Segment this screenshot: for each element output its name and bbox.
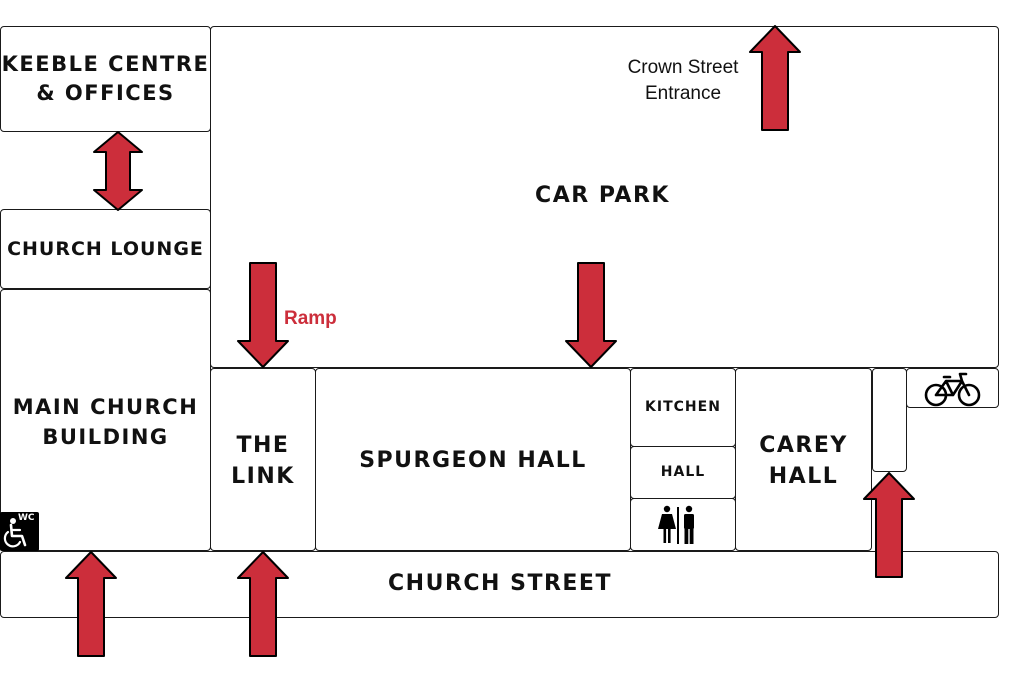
hall-label: HALL [660, 464, 706, 480]
bike-store-box [906, 368, 999, 408]
keeble-lounge-two-way-arrow-icon [93, 131, 143, 211]
toilets-box [630, 498, 736, 551]
the-link-label: THE LINK [231, 433, 295, 489]
ramp-label: Ramp [284, 308, 337, 329]
church-street-box [0, 551, 999, 618]
keeble-centre-box [0, 26, 211, 132]
church-street-label: CHURCH STREET [388, 571, 612, 596]
the-link-box [210, 368, 316, 551]
wheelchair-wc-icon: WC [0, 512, 39, 551]
the-link-up-arrow-icon [237, 551, 289, 657]
wc-text: WC [18, 513, 35, 523]
main-church-up-arrow-icon [65, 551, 117, 657]
ramp-down-arrow-icon [237, 262, 289, 368]
kitchen-label: KITCHEN [645, 399, 721, 415]
church-lounge-box [0, 209, 211, 289]
main-church-box [0, 289, 211, 551]
hall-box [630, 446, 736, 499]
keeble-centre-label: KEEBLE CENTRE & OFFICES [1, 52, 210, 105]
toilets-icon [658, 505, 694, 544]
carey-hall-up-arrow-icon [863, 472, 915, 578]
crown-street-entrance-arrow-icon [749, 25, 801, 131]
crown-street-entrance-label: Crown Street Entrance [627, 57, 739, 104]
spurgeon-hall-down-arrow-icon [565, 262, 617, 368]
spurgeon-hall-box [315, 368, 631, 551]
car-park-label: CAR PARK [535, 183, 670, 208]
bicycle-icon [924, 372, 981, 407]
church-lounge-label: CHURCH LOUNGE [7, 238, 204, 260]
main-church-label: MAIN CHURCH BUILDING [12, 395, 199, 449]
carey-hall-box [735, 368, 872, 551]
spurgeon-hall-label: SPURGEON HALL [359, 448, 587, 473]
passage-box [872, 368, 907, 472]
kitchen-box [630, 368, 736, 447]
carey-hall-label: CAREY HALL [759, 433, 848, 489]
